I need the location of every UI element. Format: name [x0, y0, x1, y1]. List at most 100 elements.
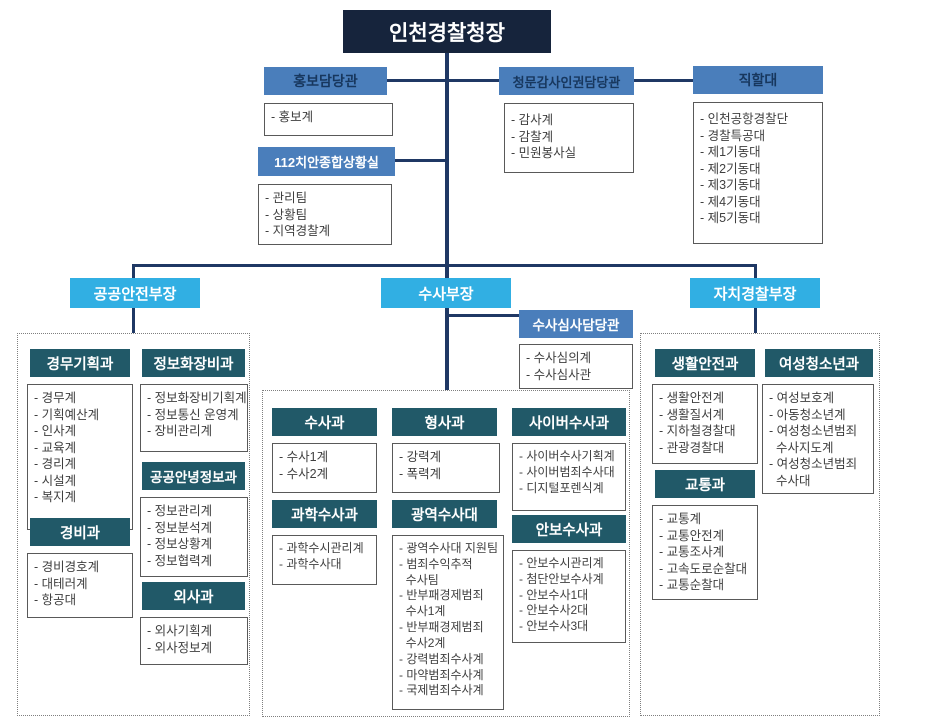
- org-unit-item: - 생활안전계: [659, 391, 725, 405]
- bureau-autonomous-police-label: 자치경찰부장: [713, 285, 797, 303]
- org-unit-item: - 감사계: [511, 113, 554, 127]
- dept-security-items: - 경비경호계- 대테러계- 항공대: [27, 553, 133, 618]
- org-unit-item: - 범죄수익추적 수사팀: [399, 556, 473, 587]
- org-unit-item: - 여성청소년범죄 수사대: [769, 457, 858, 488]
- org-unit-item: - 제3기동대: [700, 178, 761, 192]
- org-unit-item: - 관광경찰대: [659, 440, 725, 455]
- org-unit-item: - 여성청소년범죄 수사지도계: [769, 424, 858, 455]
- org-unit-item: - 정보화장비기획계: [147, 391, 247, 405]
- org-unit-item: - 정보상황계: [147, 537, 213, 551]
- group-autonomous-police-bureau: [640, 333, 880, 716]
- org-unit-item: - 교통안전계: [659, 528, 725, 543]
- org-unit-item: - 기획예산계: [34, 407, 100, 422]
- connector-bureau-horizontal: [132, 264, 757, 267]
- dept-public-peace-intelligence-items: - 정보관리계- 정보분석계- 정보상황계- 정보협력계: [140, 497, 248, 577]
- org-unit-item: - 시설계: [34, 473, 77, 488]
- dept-criminal-affairs: 형사과: [392, 408, 497, 436]
- org-unit-item: - 제4기동대: [700, 194, 761, 209]
- dept-cyber-investigation-label: 사이버수사과: [528, 415, 610, 432]
- office-audit-human-rights-label: 청문감사인권담당관: [512, 74, 621, 90]
- org-unit-item: - 경리계: [34, 457, 77, 471]
- office-audit-human-rights-items: - 감사계- 감찰계- 민원봉사실: [504, 103, 634, 173]
- dept-criminal-affairs-label: 형사과: [424, 415, 465, 432]
- dept-cyber-investigation: 사이버수사과: [512, 408, 626, 436]
- org-unit-item: - 안보수시관리계: [519, 556, 604, 570]
- dept-life-safety-label: 생활안전과: [671, 356, 739, 373]
- dept-investigation: 수사과: [272, 408, 377, 436]
- dept-ict-equipment-label: 정보화장비과: [153, 356, 234, 373]
- org-unit-item: - 고속도로순찰대: [659, 561, 748, 576]
- org-unit-item: - 교육계: [34, 440, 77, 455]
- org-unit-item: - 광역수사대 지원팀: [399, 541, 498, 555]
- office-public-relations-label: 홍보담당관: [293, 73, 358, 89]
- org-unit-item: - 인사계: [34, 424, 77, 438]
- bureau-investigation: 수사부장: [381, 278, 511, 308]
- dept-security-label: 경비과: [59, 525, 101, 542]
- office-112-situation-room: 112치안종합상황실: [258, 147, 395, 176]
- dept-forensic-science-label: 과학수사과: [291, 507, 358, 524]
- dept-general-affairs-planning: 경무기획과: [30, 349, 130, 377]
- dept-life-safety: 생활안전과: [655, 349, 755, 377]
- org-unit-item: - 생활질서계: [659, 407, 725, 422]
- dept-women-juvenile: 여성청소년과: [765, 349, 873, 377]
- dept-cyber-investigation-items: - 사이버수사기획계- 사이버범죄수사대- 디지털포렌식계: [512, 443, 626, 511]
- org-unit-item: - 교통조사계: [659, 545, 725, 559]
- org-unit-item: - 항공대: [34, 593, 77, 607]
- org-unit-item: - 여성보호계: [769, 391, 835, 405]
- org-unit-item: - 사이버수사기획계: [519, 449, 615, 463]
- org-unit-item: - 홍보계: [271, 110, 314, 124]
- org-unit-item: - 사이버범죄수사대: [519, 464, 615, 479]
- dept-metropolitan-investigation-unit-items: - 광역수사대 지원팀- 범죄수익추적 수사팀- 반부패경제범죄 수사1계- 반…: [392, 535, 504, 710]
- org-unit-item: - 첨단안보수사계: [519, 571, 604, 586]
- office-investigation-review: 수사심사담당관: [519, 310, 633, 338]
- org-unit-item: - 반부패경제범죄 수사1계: [399, 588, 484, 619]
- office-direct-units: 직할대: [693, 66, 823, 94]
- dept-criminal-affairs-items: - 강력계 - 폭력계: [392, 443, 500, 493]
- group-investigation-bureau: [262, 390, 630, 717]
- bureau-public-safety-label: 공공안전부장: [93, 285, 177, 303]
- dept-forensic-science-items: - 과학수시관리계- 과학수사대: [272, 535, 377, 585]
- bureau-investigation-label: 수사부장: [418, 285, 474, 303]
- org-unit-item: - 경찰특공대: [700, 128, 766, 143]
- dept-forensic-science: 과학수사과: [272, 500, 377, 528]
- org-unit-item: - 아동청소년계: [769, 407, 846, 422]
- office-investigation-review-label: 수사심사담당관: [532, 318, 620, 333]
- chief-box: 인천경찰청장: [343, 10, 551, 53]
- connector-center-bureau-vertical: [445, 308, 449, 390]
- dept-security-investigation-label: 안보수사과: [535, 522, 603, 539]
- dept-metropolitan-investigation-unit: 광역수사대: [392, 500, 497, 528]
- org-unit-item: - 외사정보계: [147, 640, 213, 655]
- dept-investigation-label: 수사과: [304, 415, 345, 432]
- dept-foreign-affairs-items: - 외사기획계- 외사정보계: [140, 617, 248, 665]
- org-unit-item: - 장비관리계: [147, 424, 213, 438]
- org-unit-item: - 안보수사2대: [519, 603, 589, 618]
- dept-ict-equipment: 정보화장비과: [142, 349, 245, 377]
- org-unit-item: - 강력계: [399, 450, 442, 464]
- dept-foreign-affairs-label: 외사과: [173, 589, 214, 606]
- office-investigation-review-items: - 수사심의계- 수사심사관: [519, 344, 633, 389]
- org-unit-item: - 정보협력계: [147, 553, 213, 568]
- org-unit-item: - 교통계: [659, 512, 702, 526]
- org-unit-item: - 관리팀: [265, 191, 308, 205]
- org-unit-item: - 안보수사3대: [519, 619, 589, 634]
- org-unit-item: - 대테러계: [34, 576, 88, 591]
- office-112-situation-room-items: - 관리팀- 상황팀- 지역경찰계: [258, 184, 392, 245]
- org-unit-item: - 정보분석계: [147, 520, 213, 535]
- org-unit-item: - 수사1계: [279, 450, 329, 464]
- dept-traffic-items: - 교통계- 교통안전계- 교통조사계- 고속도로순찰대- 교통순찰대: [652, 505, 758, 600]
- dept-metropolitan-investigation-unit-label: 광역수사대: [411, 507, 478, 524]
- org-unit-item: - 상황팀: [265, 207, 308, 222]
- dept-security-investigation-items: - 안보수시관리계- 첨단안보수사계- 안보수사1대- 안보수사2대- 안보수사…: [512, 550, 626, 643]
- office-direct-units-items: - 인천공항경찰단- 경찰특공대- 제1기동대- 제2기동대- 제3기동대- 제…: [693, 102, 823, 244]
- connector-112-horizontal: [393, 159, 447, 162]
- office-audit-human-rights: 청문감사인권담당관: [499, 67, 634, 95]
- org-unit-item: - 반부패경제범죄 수사2계: [399, 620, 484, 650]
- bureau-public-safety: 공공안전부장: [70, 278, 200, 308]
- org-unit-item: - 제2기동대: [700, 161, 761, 176]
- org-unit-item: - 안보수사1대: [519, 587, 589, 602]
- org-unit-item: - 수사2계: [279, 466, 329, 481]
- org-unit-item: - 폭력계: [399, 466, 442, 481]
- office-public-relations-items: - 홍보계: [264, 103, 393, 136]
- dept-security: 경비과: [30, 518, 130, 546]
- dept-women-juvenile-items: - 여성보호계 - 아동청소년계 - 여성청소년범죄 수사지도계- 여성청소년범죄 …: [762, 384, 874, 494]
